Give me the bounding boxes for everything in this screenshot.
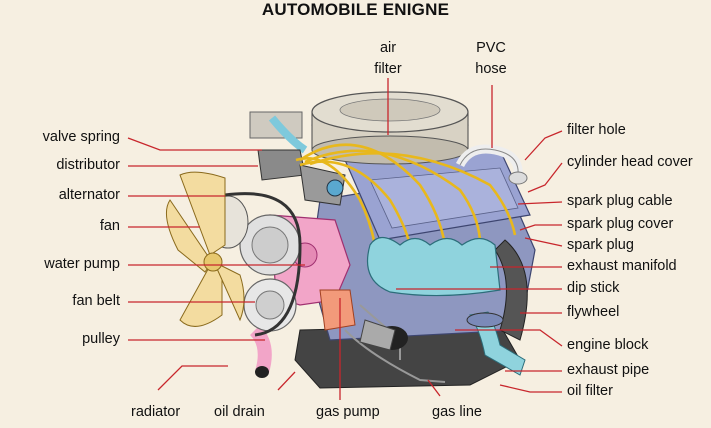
label-filter-hole: filter hole bbox=[567, 122, 626, 138]
leader-radiator bbox=[157, 365, 228, 391]
label-fan-belt: fan belt bbox=[72, 293, 120, 309]
label-exhaust-pipe: exhaust pipe bbox=[567, 362, 650, 378]
label-cylinder-head-cover: cylinder head cover bbox=[567, 154, 693, 170]
label-spark-plug: spark plug bbox=[567, 237, 634, 253]
label-engine-block: engine block bbox=[567, 337, 649, 353]
label-spark-plug-cable: spark plug cable bbox=[567, 193, 673, 209]
label-oil-filter: oil filter bbox=[567, 383, 613, 399]
label-exhaust-manifold: exhaust manifold bbox=[567, 258, 677, 274]
label-air-filter: air filter bbox=[374, 40, 402, 77]
leader-cylinder-head-cover bbox=[527, 162, 563, 193]
label-water-pump: water pump bbox=[44, 256, 120, 272]
leader-spark-plug-cable bbox=[517, 201, 563, 205]
flywheel-shape bbox=[494, 239, 528, 341]
leader-spark-plug bbox=[524, 237, 563, 247]
label-flywheel: flywheel bbox=[567, 304, 620, 320]
exhaust-manifold-shape bbox=[366, 236, 501, 297]
label-gas-pump: gas pump bbox=[316, 404, 380, 420]
leader-oil-filter bbox=[499, 384, 562, 393]
label-gas-line: gas line bbox=[432, 404, 482, 420]
label-valve-spring: valve spring bbox=[42, 129, 120, 145]
label-oil-drain: oil drain bbox=[214, 404, 265, 420]
leader-filter-hole bbox=[524, 130, 563, 161]
leader-valve-spring bbox=[127, 137, 262, 151]
spark-plug-cables bbox=[295, 143, 517, 246]
diagram-title: AUTOMOBILE ENIGNE bbox=[261, 0, 450, 19]
leader-oil-drain bbox=[277, 371, 296, 391]
fan-belt-shape bbox=[224, 192, 302, 337]
fan-shape bbox=[165, 171, 245, 327]
label-distributor: distributor bbox=[56, 157, 120, 173]
label-dip-stick: dip stick bbox=[567, 280, 620, 296]
label-fan: fan bbox=[99, 218, 120, 234]
leader-gas-line bbox=[427, 379, 441, 397]
label-radiator: radiator bbox=[131, 404, 181, 420]
distributor-shape bbox=[257, 149, 306, 181]
label-pvc-hose: PVC hose bbox=[475, 40, 507, 77]
label-pulley: pulley bbox=[82, 331, 120, 347]
label-spark-plug-cover: spark plug cover bbox=[567, 216, 674, 232]
leader-spark-plug-cover bbox=[519, 224, 562, 231]
gas-pump-shape bbox=[319, 289, 356, 331]
label-alternator: alternator bbox=[58, 187, 120, 203]
leader-engine-block bbox=[455, 329, 563, 347]
